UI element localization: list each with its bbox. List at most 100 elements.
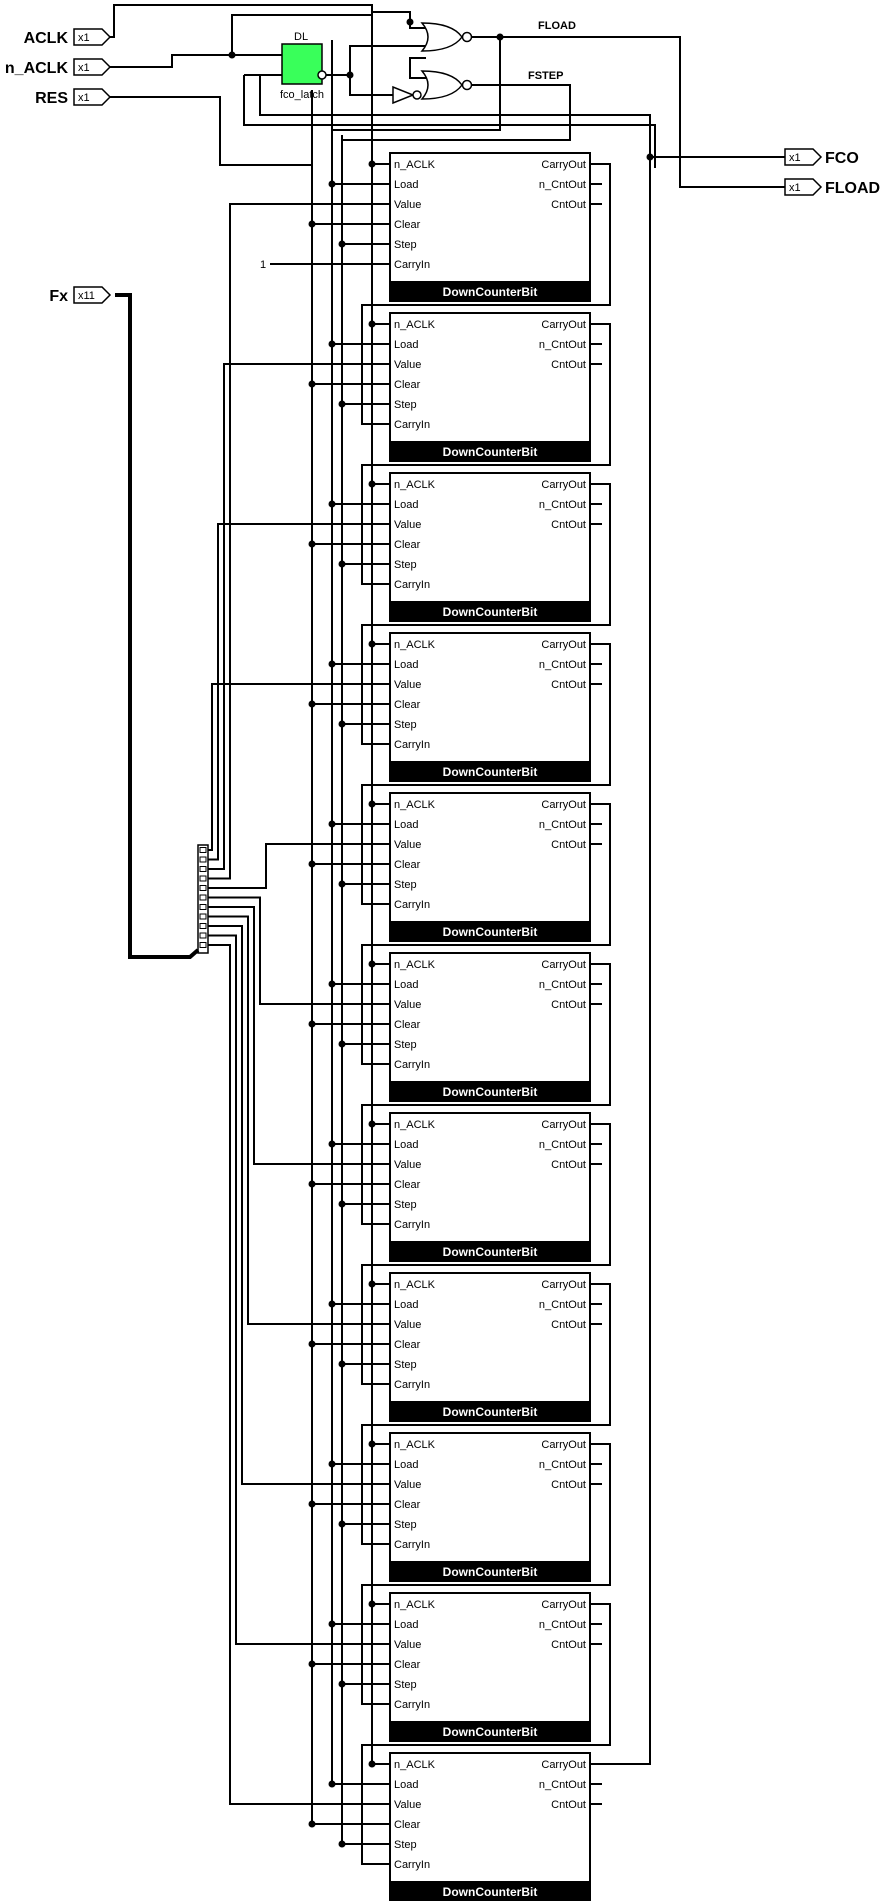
- junction-dot: [368, 640, 376, 648]
- junction-dot: [308, 540, 316, 548]
- junction-dot: [308, 860, 316, 868]
- junction-dot: [368, 160, 376, 168]
- pin-label-n_cntout: n_CntOut: [539, 339, 586, 351]
- pin-label-n_cntout: n_CntOut: [539, 1459, 586, 1471]
- pin-label-load: Load: [394, 1459, 418, 1471]
- carry-chain-wire: [361, 163, 611, 425]
- pin-label-step: Step: [394, 1039, 417, 1051]
- value-wire: [208, 925, 390, 1485]
- junction-dot: [368, 480, 376, 488]
- final-carry-to-fco: [590, 156, 785, 1765]
- counter-cell-title: DownCounterBit: [443, 1565, 538, 1579]
- nor-cross: [409, 57, 426, 79]
- junction-dot: [308, 1340, 316, 1348]
- latch-name: fco_latch: [280, 89, 324, 101]
- carry-chain-wire: [361, 643, 611, 905]
- fco-feedback: [243, 75, 656, 168]
- pin-label-carryin: CarryIn: [394, 1379, 430, 1391]
- input-aclk-label: ACLK: [24, 30, 69, 47]
- pin-label-n_cntout: n_CntOut: [539, 1779, 586, 1791]
- fstep-net: [342, 84, 571, 141]
- counter-cell-title-bar: [390, 601, 590, 621]
- pin-label-carryin: CarryIn: [394, 1699, 430, 1711]
- junction-dot: [328, 500, 336, 508]
- pin-label-carryout: CarryOut: [541, 959, 586, 971]
- counter-cell-7: DownCounterBitn_ACLKLoadValueClearStepCa…: [389, 1112, 602, 1262]
- input-n-aclk-port: [73, 58, 112, 76]
- pin-label-step: Step: [394, 399, 417, 411]
- counter-cell-4: DownCounterBitn_ACLKLoadValueClearStepCa…: [389, 632, 602, 782]
- counter-cell-3: DownCounterBitn_ACLKLoadValueClearStepCa…: [389, 472, 602, 622]
- output-fload-label: FLOAD: [825, 180, 880, 197]
- input-fx-port: [73, 286, 112, 304]
- pin-label-load: Load: [394, 819, 418, 831]
- counter-cell-title-bar: [390, 281, 590, 301]
- input-res-port: [73, 88, 112, 106]
- counter-cell-body: [389, 952, 591, 1102]
- pin-label-clear: Clear: [394, 859, 421, 871]
- pin-label-load: Load: [394, 1139, 418, 1151]
- carry-chain-wire: [361, 1443, 611, 1705]
- fx-bus: [115, 293, 200, 959]
- junction-dot: [368, 1600, 376, 1608]
- pin-label-n_aclk: n_ACLK: [394, 159, 436, 171]
- junction-dot: [646, 153, 654, 161]
- junction-dot: [328, 1780, 336, 1788]
- pin-label-carryin: CarryIn: [394, 1859, 430, 1871]
- pin-label-n_aclk: n_ACLK: [394, 1119, 436, 1131]
- junction-dot: [338, 240, 346, 248]
- counter-cell-title-bar: [390, 921, 590, 941]
- pin-label-step: Step: [394, 879, 417, 891]
- junction-dot: [368, 1120, 376, 1128]
- value-wire: [208, 896, 390, 1005]
- input-aclk-width: x1: [78, 32, 90, 44]
- junction-dot: [368, 1440, 376, 1448]
- counter-cell-5: DownCounterBitn_ACLKLoadValueClearStepCa…: [389, 792, 602, 942]
- pin-label-value: Value: [394, 999, 421, 1011]
- junction-dot: [338, 400, 346, 408]
- junction-dot: [328, 1300, 336, 1308]
- pin-label-carryin: CarryIn: [394, 259, 430, 271]
- carry-chain-wire: [361, 1123, 611, 1385]
- pin-label-step: Step: [394, 1519, 417, 1531]
- counter-cell-title-bar: [390, 761, 590, 781]
- output-fload-port: [784, 178, 823, 196]
- nor-gate-fload-bubble: [461, 31, 473, 43]
- junction-dot: [308, 220, 316, 228]
- pin-label-value: Value: [394, 359, 421, 371]
- pin-label-value: Value: [394, 679, 421, 691]
- pin-label-load: Load: [394, 1619, 418, 1631]
- pin-label-clear: Clear: [394, 1499, 421, 1511]
- pin-label-n_aclk: n_ACLK: [394, 1439, 436, 1451]
- counter-cell-10: DownCounterBitn_ACLKLoadValueClearStepCa…: [389, 1592, 602, 1742]
- carry-chain-wire: [361, 803, 611, 1065]
- pin-label-n_aclk: n_ACLK: [394, 799, 436, 811]
- counter-cell-9: DownCounterBitn_ACLKLoadValueClearStepCa…: [389, 1432, 602, 1582]
- junction-dot: [338, 560, 346, 568]
- constant-one: 1: [260, 259, 266, 271]
- junction-dot: [308, 1020, 316, 1028]
- counter-cell-title-bar: [390, 1721, 590, 1741]
- counter-cell-title: DownCounterBit: [443, 1405, 538, 1419]
- pin-label-carryin: CarryIn: [394, 419, 430, 431]
- splitter-tap: [199, 904, 207, 910]
- pin-label-carryout: CarryOut: [541, 639, 586, 651]
- pin-label-value: Value: [394, 1319, 421, 1331]
- counter-cell-body: [389, 1272, 591, 1422]
- carry-chain-wire: [361, 1603, 611, 1865]
- carry-chain-wire: [361, 963, 611, 1225]
- pin-label-n_aclk: n_ACLK: [394, 1599, 436, 1611]
- pin-label-value: Value: [394, 1799, 421, 1811]
- junction-dot: [328, 1140, 336, 1148]
- pin-label-n_cntout: n_CntOut: [539, 179, 586, 191]
- counter-cell-body: [389, 1592, 591, 1742]
- pin-label-cntout: CntOut: [551, 1799, 586, 1811]
- pin-label-carryout: CarryOut: [541, 159, 586, 171]
- pin-label-n_aclk: n_ACLK: [394, 1279, 436, 1291]
- junction-dot: [368, 960, 376, 968]
- junction-dot: [328, 340, 336, 348]
- pin-label-carryin: CarryIn: [394, 579, 430, 591]
- splitter-tap: [199, 913, 207, 920]
